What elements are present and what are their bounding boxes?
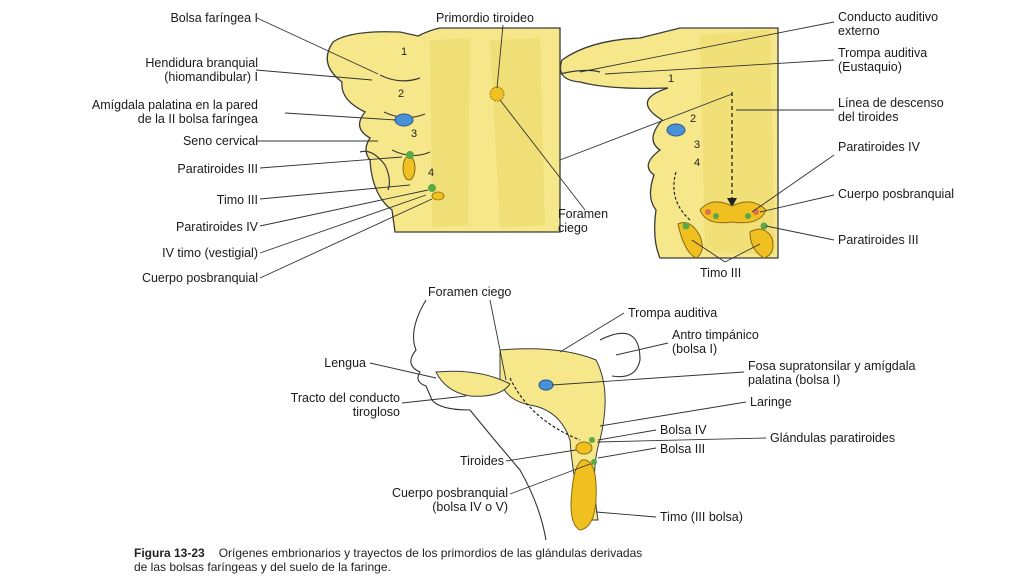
label-foramen-ciego-bottom: Foramen ciego [428, 285, 512, 299]
label-timo-3-left: Timo III [216, 193, 258, 207]
head-profile-panel [369, 299, 767, 541]
left-pouch-number-1: 1 [401, 46, 407, 58]
label-paratiroides-3-right: Paratiroides III [838, 233, 919, 247]
right-leader-lines [559, 21, 835, 263]
right-postbranchial-left [705, 209, 711, 215]
label-bolsa-3: Bolsa III [660, 442, 706, 456]
label-trompa-auditiva-bottom: Trompa auditiva [628, 306, 718, 320]
left-parathyroid-4-blob [428, 184, 436, 192]
right-ear-canal [559, 69, 601, 75]
label-tiroides: Tiroides [460, 454, 504, 468]
label-antro-timpanico: Antro timpánico (bolsa I) [672, 328, 759, 356]
label-lengua: Lengua [324, 356, 366, 370]
left-pouch-number-4: 4 [428, 167, 434, 179]
label-conducto-auditivo: Conducto auditivo externo [838, 10, 939, 38]
label-fosa-supratonsilar: Fosa supratonsilar y amígdala palatina (… [748, 359, 916, 387]
palatine-tonsil [538, 379, 554, 391]
left-tonsil-blob [394, 113, 414, 127]
right-pharynx-shading [700, 30, 775, 255]
label-linea-descenso: Línea de descenso del tiroides [838, 96, 944, 124]
left-leader-lines [255, 17, 586, 279]
right-migration-arrow [673, 171, 691, 221]
left-thymus-3-blob [402, 155, 416, 181]
label-primordio-tiroideo: Primordio tiroideo [436, 11, 534, 25]
parathyroid-bottom-a [589, 437, 595, 443]
right-parathyroid-4-left [713, 213, 719, 219]
caption-text: Orígenes embrionarios y trayectos de los… [134, 546, 643, 574]
label-tracto-tirogloso: Tracto del conducto tirogloso [290, 391, 400, 419]
right-pouch-number-1: 1 [668, 73, 674, 85]
label-trompa-eustaquio: Trompa auditiva (Eustaquio) [838, 46, 928, 74]
right-pouch-number-3: 3 [694, 139, 700, 151]
label-cuerpo-posbranquial-right: Cuerpo posbranquial [838, 187, 955, 201]
left-pouch-number-2: 2 [398, 88, 404, 100]
bottom-leader-lines [369, 299, 767, 518]
right-parathyroid-3-right [760, 222, 768, 230]
tongue [435, 370, 511, 397]
right-tonsil-blob [666, 123, 686, 137]
label-seno-cervical: Seno cervical [182, 134, 258, 148]
label-amigdala-palatina: Amígdala palatina en la pared de la II b… [91, 98, 258, 126]
left-postbranchial-blob [431, 191, 445, 201]
left-thyroid-primordium-blob [489, 86, 505, 102]
label-paratiroides-4-right: Paratiroides IV [838, 140, 920, 154]
right-parathyroid-3-left [682, 222, 690, 230]
right-pouch-number-4: 4 [694, 157, 700, 169]
left-pharynx-panel: 1 2 3 4 [255, 17, 586, 279]
thymus-bottom [570, 459, 597, 531]
right-parathyroid-4-right [745, 213, 751, 219]
label-cuerpo-posbranquial-bottom: Cuerpo posbranquial (bolsa IV o V) [391, 486, 508, 514]
left-pharynx-shading [430, 38, 545, 228]
label-paratiroides-3-left: Paratiroides III [177, 162, 258, 176]
left-parathyroid-3-blob [406, 151, 414, 159]
label-laringe: Laringe [750, 395, 792, 409]
label-glandulas-paratiroides: Glándulas paratiroides [770, 431, 896, 445]
right-descent-arrowhead [727, 198, 737, 207]
label-timo-bolsa-3: Timo (III bolsa) [660, 510, 743, 524]
right-postbranchial-right [753, 209, 759, 215]
label-timo-vestigial: IV timo (vestigial) [162, 246, 258, 260]
caption-figure-number: Figura 13-23 [134, 546, 205, 560]
label-hendidura-branquial: Hendidura branquial (hiomandibular) I [145, 56, 258, 84]
right-pouch-number-2: 2 [690, 113, 696, 125]
thyroid-gland [575, 441, 593, 455]
label-bolsa-faringea-1: Bolsa faríngea I [170, 11, 258, 25]
label-cuerpo-posbranquial-left: Cuerpo posbranquial [141, 271, 258, 285]
thyroglossal-tract [509, 377, 581, 441]
left-pouch-outline-1 [379, 74, 421, 82]
parathyroid-bottom-b [591, 459, 597, 465]
left-sinus-outline [359, 150, 391, 191]
label-paratiroides-4-left: Paratiroides IV [176, 220, 258, 234]
left-pouch-number-3: 3 [411, 128, 417, 140]
label-foramen-ciego-top: Foramen ciego [558, 207, 609, 235]
right-pharynx-panel: 1 2 3 4 [559, 21, 835, 263]
label-bolsa-4: Bolsa IV [660, 423, 707, 437]
ear [599, 332, 641, 378]
right-thymus-left [677, 222, 703, 259]
label-timo-3-right: Timo III [700, 266, 742, 280]
